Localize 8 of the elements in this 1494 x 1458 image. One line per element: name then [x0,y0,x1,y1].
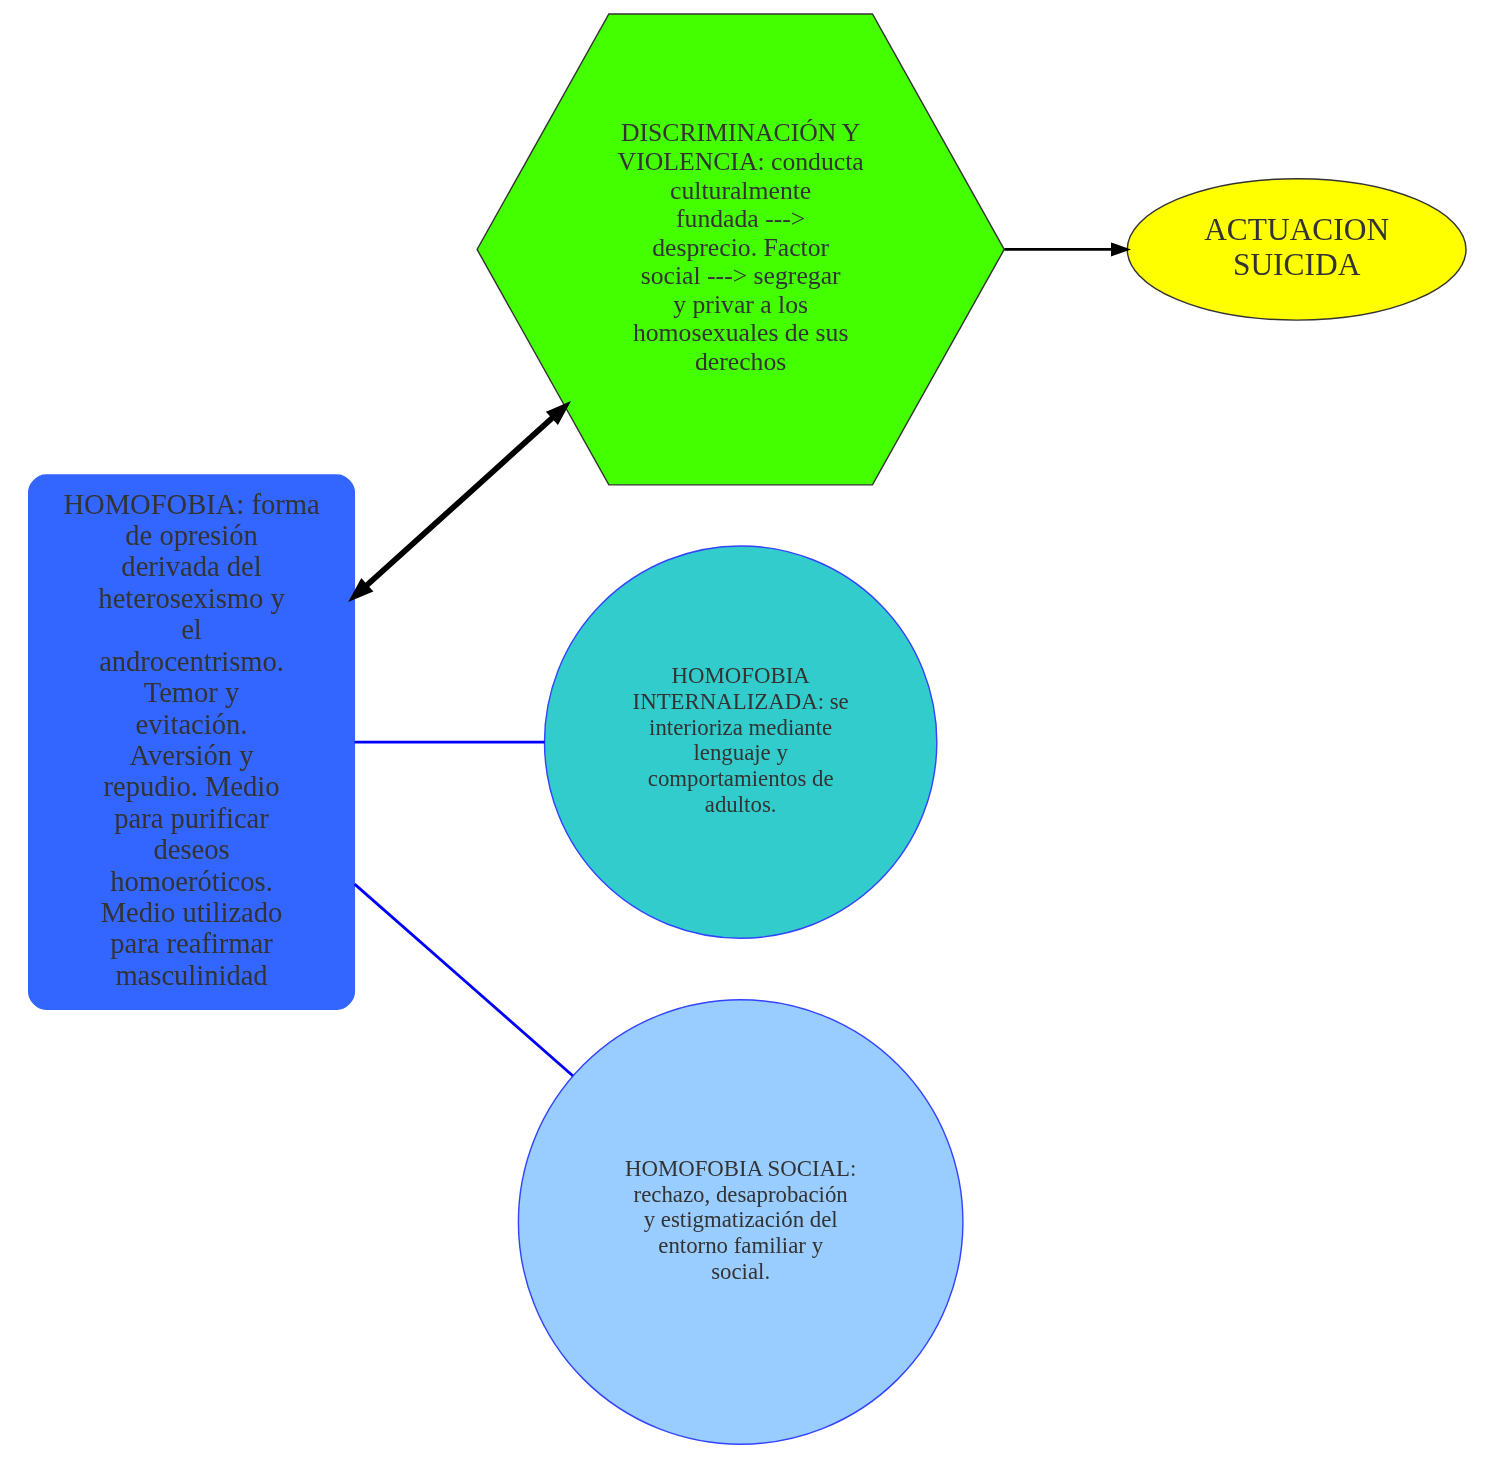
node-circle: HOMOFOBIA SOCIAL: rechazo, desaprobación y estigmatización del entorno familiar y social. [517,999,964,1445]
node-box: HOMOFOBIA: forma de opresión derivada del heterosexismo y el androcentrismo. Temor y evitación. Aversión y repudio. Medio para purificar deseos homoeróticos. Medio utilizado para reafirmar masculinidad [27,474,355,1010]
node-ellipse: ACTUACION SUICIDA [1126,178,1467,321]
connector [354,740,545,744]
arrow [1003,242,1131,257]
arrow [347,401,571,603]
node-circle: HOMOFOBIA INTERNALIZADA: se interioriza mediante lenguaje y comportamientos de adultos. [543,545,938,939]
connector [353,883,574,1077]
